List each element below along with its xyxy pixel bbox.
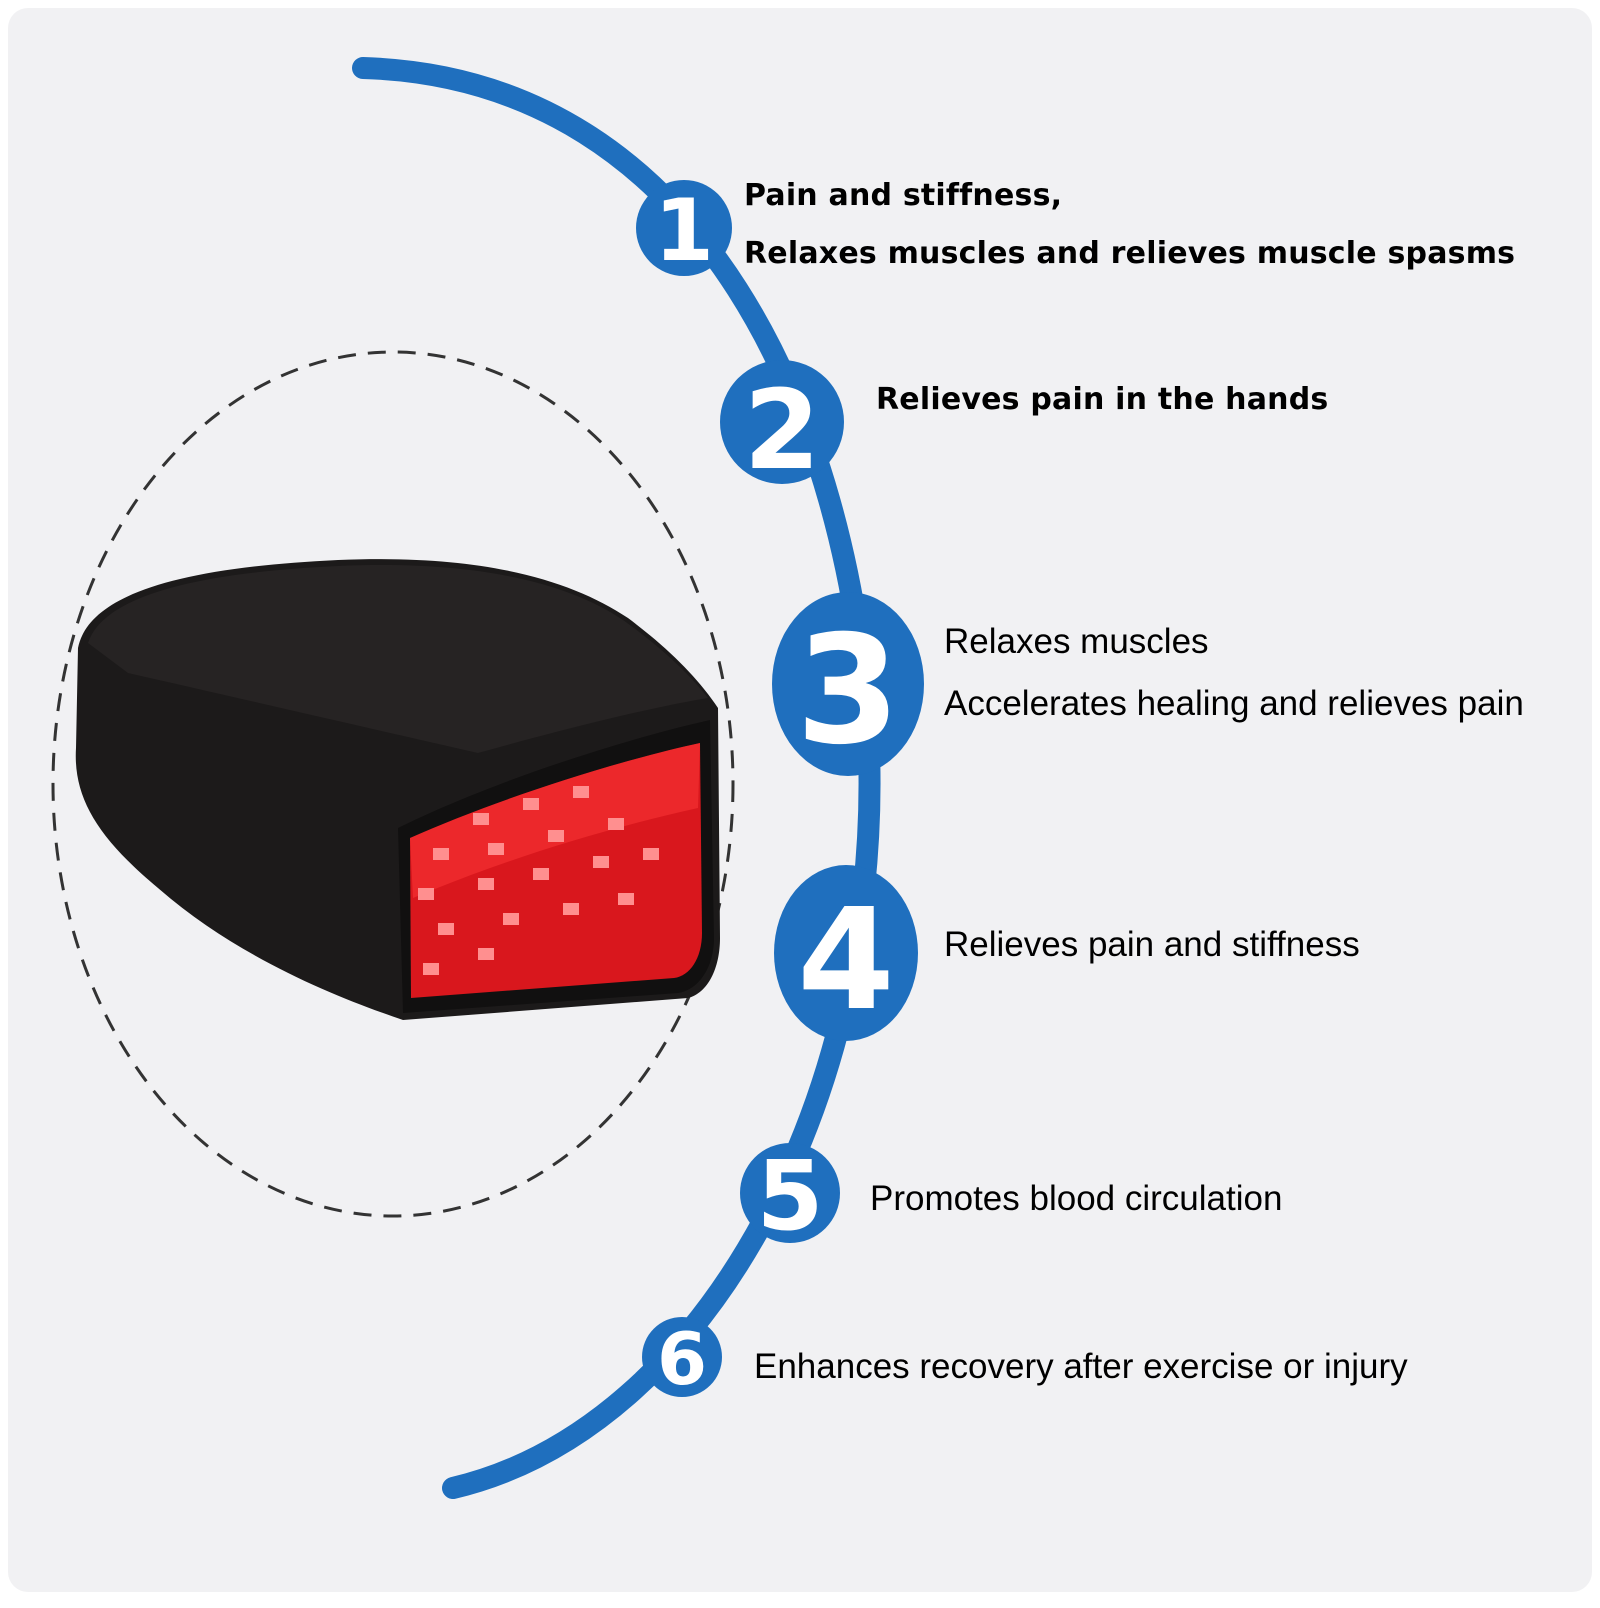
step-5-number: 5 (757, 1140, 824, 1252)
benefit-1-line-1: Pain and stiffness, (744, 178, 1063, 213)
benefit-5-line-1: Promotes blood circulation (870, 1179, 1283, 1218)
benefit-1-line-2: Relaxes muscles and relieves muscle spas… (744, 236, 1516, 271)
benefit-6-line-1: Enhances recovery after exercise or inju… (754, 1347, 1408, 1386)
step-4-number: 4 (797, 879, 894, 1042)
illustration-layer: 1 2 3 4 5 6 (51, 57, 924, 1499)
step-2-number: 2 (744, 366, 821, 494)
step-6-badge: 6 (642, 1317, 722, 1401)
step-1-number: 1 (654, 181, 714, 281)
benefit-2-line-1: Relieves pain in the hands (876, 382, 1329, 417)
benefit-4-line-1: Relieves pain and stiffness (944, 925, 1360, 964)
benefit-3-line-1: Relaxes muscles (944, 622, 1209, 661)
step-2-badge: 2 (720, 360, 844, 494)
dashed-circle (51, 350, 735, 1218)
step-4-badge: 4 (774, 865, 918, 1042)
step-6-number: 6 (657, 1317, 707, 1401)
step-3-badge: 3 (772, 592, 924, 778)
step-5-badge: 5 (740, 1140, 840, 1252)
step-3-number: 3 (796, 604, 900, 778)
step-1-badge: 1 (636, 180, 732, 281)
infographic-canvas: 1 2 3 4 5 6 Pain and stiffness, Relaxes … (8, 8, 1592, 1592)
benefit-3-line-2: Accelerates healing and relieves pain (944, 684, 1524, 723)
red-light-therapy-hand-mitt-icon (75, 559, 720, 1020)
